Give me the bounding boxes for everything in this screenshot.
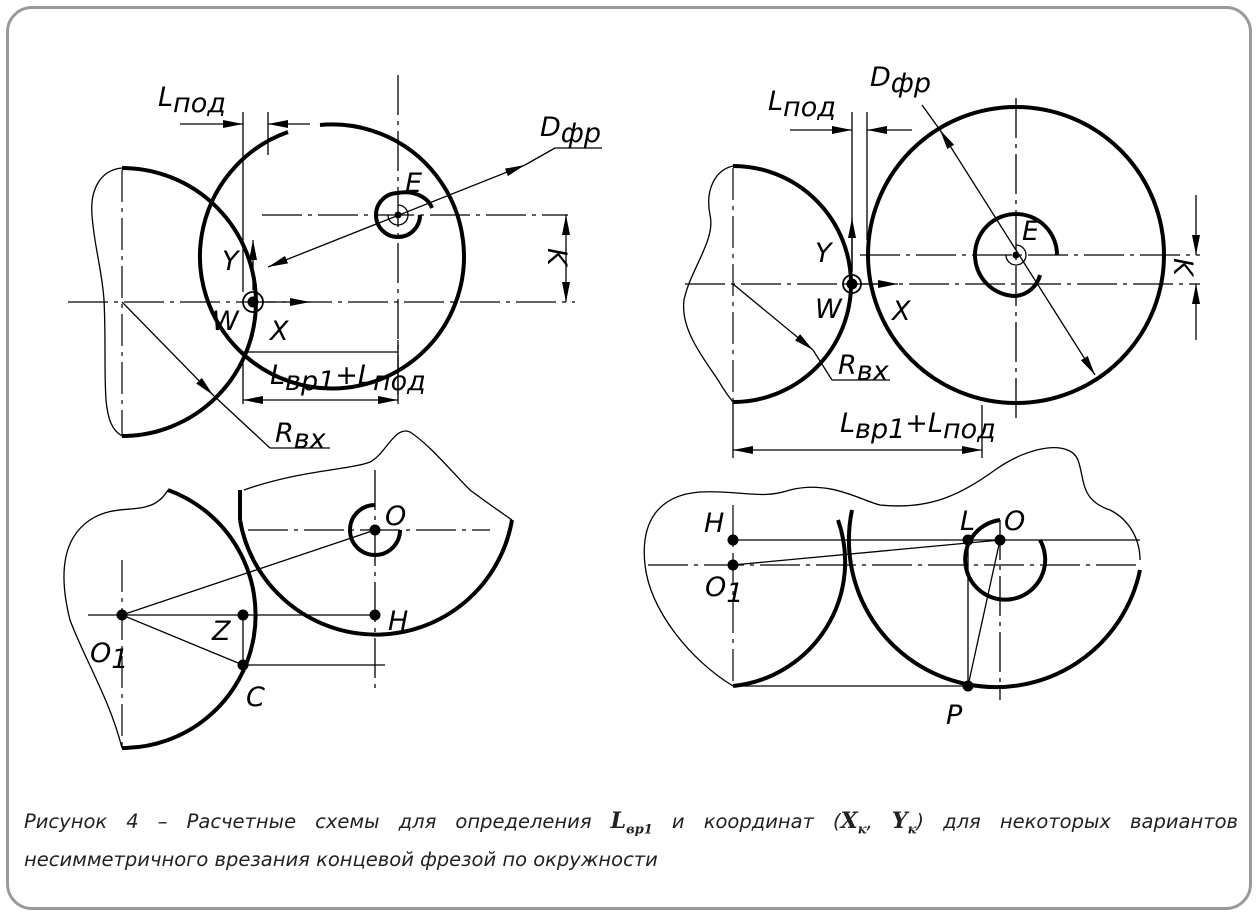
svg-text:W: W [212, 306, 240, 337]
svg-text:H: H [388, 606, 408, 637]
svg-text:Lпод: Lпод [768, 86, 836, 123]
right-bottom-scheme [643, 447, 1142, 700]
svg-text:H: H [704, 508, 724, 539]
left-top-labels: Lпод Dфр E Y W X K Lвр1+Lпод Rвх [158, 82, 601, 455]
svg-text:W: W [815, 294, 843, 325]
entry-arc-right-bottom [732, 519, 848, 688]
figure-caption: Рисунок 4 – Расчетные схемы для определе… [24, 808, 1238, 872]
svg-text:Lпод: Lпод [158, 82, 226, 119]
svg-text:O: O [1004, 506, 1025, 537]
left-bottom-scheme [63, 430, 514, 751]
svg-text:Dфр: Dфр [540, 112, 601, 149]
svg-text:O: O [385, 501, 406, 532]
svg-text:Y: Y [815, 238, 834, 269]
svg-text:Rвх: Rвх [838, 350, 890, 387]
workpiece-outline [91, 167, 123, 437]
right-top-scheme [682, 98, 1200, 458]
svg-text:K: K [541, 248, 572, 268]
svg-text:E: E [1022, 216, 1039, 247]
svg-text:E: E [405, 168, 422, 199]
svg-text:X: X [268, 316, 289, 347]
svg-text:C: C [246, 682, 265, 713]
technical-diagram: Lпод Dфр E Y W X K Lвр1+Lпод Rвх [63, 62, 1200, 751]
svg-text:X: X [890, 296, 911, 327]
cutter-arc-bottom [238, 519, 514, 637]
svg-text:Dфр: Dфр [870, 62, 931, 99]
svg-text:O1: O1 [705, 572, 743, 609]
entry-arc-bottom [121, 488, 258, 751]
cutter-circle [197, 122, 466, 391]
svg-text:O1: O1 [90, 638, 128, 675]
svg-text:Rвх: Rвх [275, 418, 327, 455]
left-bottom-labels: O O1 Z H C [90, 501, 408, 713]
left-top-scheme [68, 75, 602, 449]
svg-text:Lвр1+Lпод: Lвр1+Lпод [840, 408, 996, 445]
svg-text:P: P [946, 700, 963, 731]
right-top-labels: Lпод Dфр E Y W X K Rвх Lвр1+Lпод [768, 62, 1198, 445]
diameter-line [267, 164, 526, 268]
svg-text:Z: Z [211, 616, 231, 647]
svg-text:L: L [960, 506, 975, 537]
right-bottom-labels: H L O O1 P [704, 506, 1025, 731]
svg-text:Y: Y [222, 246, 241, 277]
svg-text:Lвр1+Lпод: Lвр1+Lпод [270, 360, 426, 397]
svg-text:K: K [1167, 258, 1198, 278]
